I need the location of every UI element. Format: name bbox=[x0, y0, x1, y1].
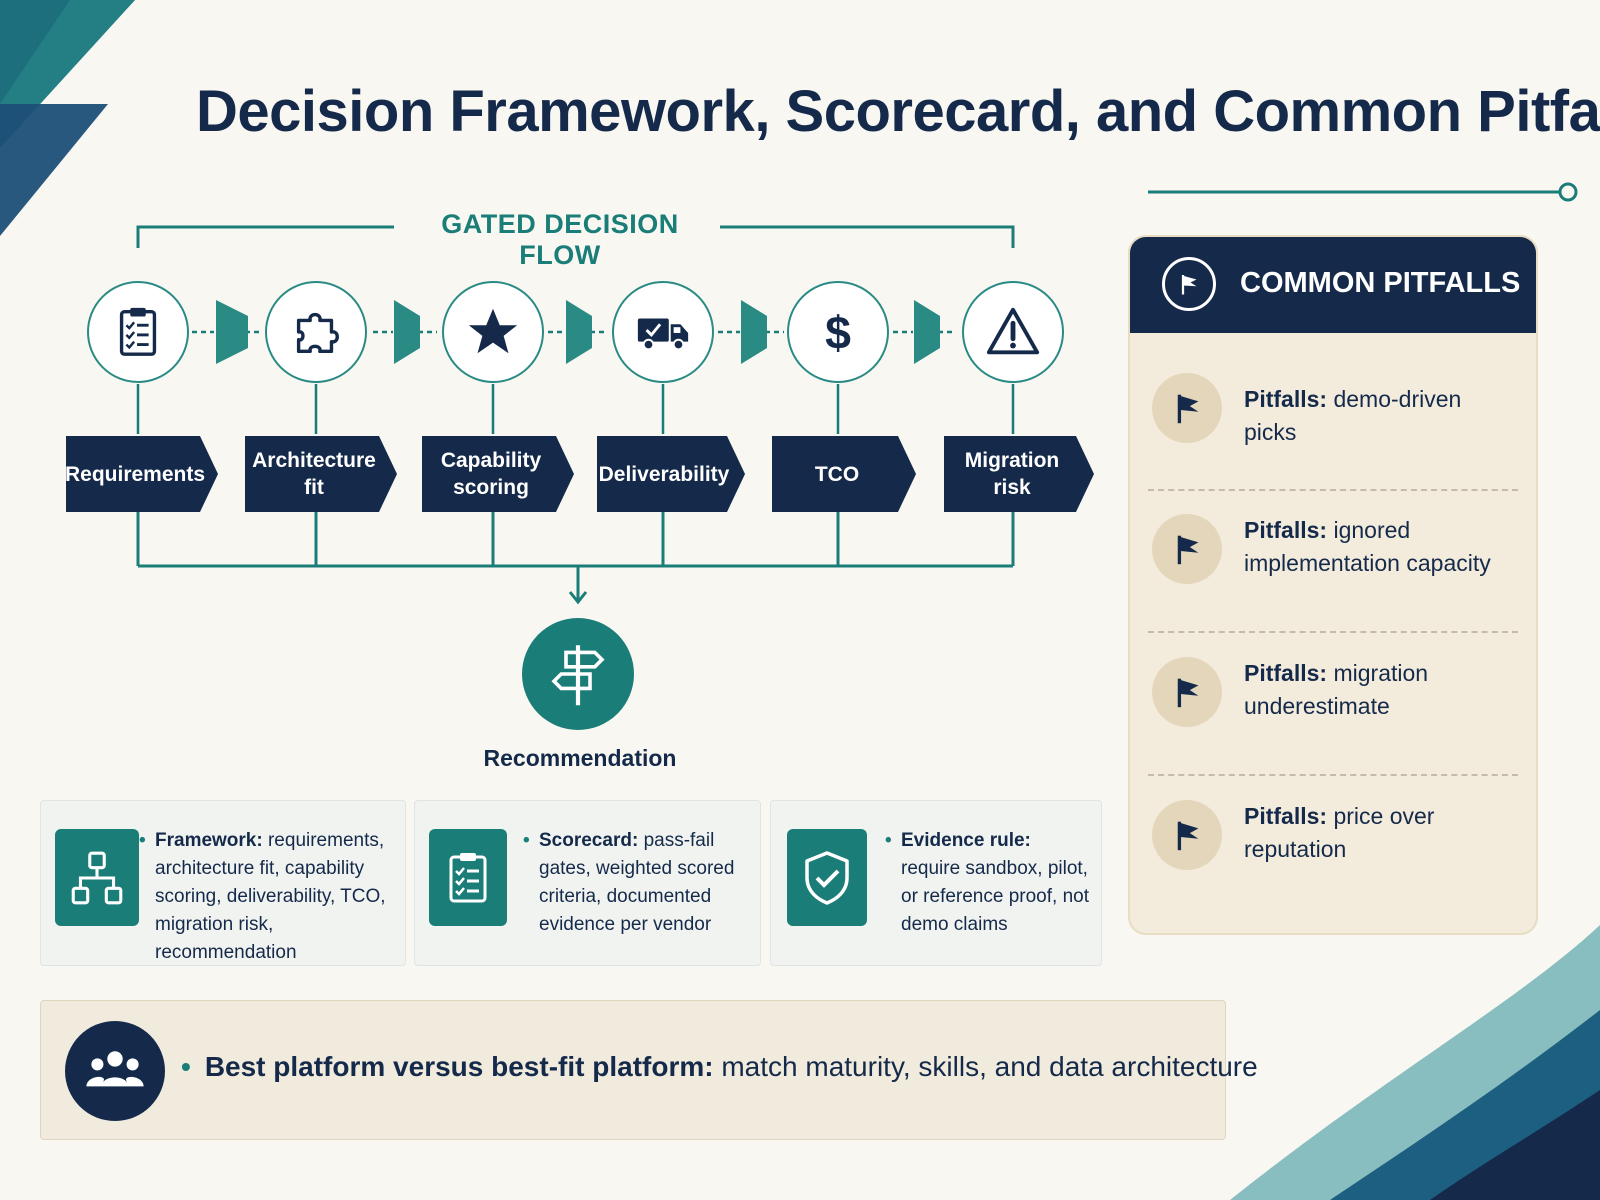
pitfall-text: Pitfalls: migration underestimate bbox=[1244, 657, 1516, 723]
banner-text: •Best platform versus best-fit platform:… bbox=[181, 1051, 1258, 1082]
card-evidence-icon-box bbox=[787, 829, 867, 926]
step-tag-capability: Capability scoring bbox=[422, 436, 574, 512]
gate-2 bbox=[394, 300, 420, 364]
pitfall-divider bbox=[1148, 631, 1518, 633]
card-evidence-body: require sandbox, pilot, or reference pro… bbox=[901, 858, 1089, 935]
flow-bracket-right bbox=[720, 225, 1015, 248]
pitfalls-header: COMMON PITFALLS bbox=[1130, 237, 1536, 333]
recommendation-circle bbox=[522, 618, 634, 730]
delivery-truck-icon bbox=[637, 318, 689, 351]
step-circle-migration bbox=[962, 281, 1064, 383]
pitfall-body: ignored implementation capacity bbox=[1244, 517, 1491, 576]
card-framework: •Framework: requirements, architecture f… bbox=[40, 800, 406, 966]
pitfall-text: Pitfalls: price over reputation bbox=[1244, 800, 1516, 866]
gate-5 bbox=[914, 300, 940, 364]
pitfall-item: Pitfalls: price over reputation bbox=[1130, 780, 1536, 920]
card-scorecard-body: pass-fail gates, weighted scored criteri… bbox=[539, 830, 735, 935]
step-circle-capability bbox=[442, 281, 544, 383]
pitfalls-panel: COMMON PITFALLS Pitfalls: demo-driven pi… bbox=[1128, 235, 1538, 935]
step-tag-requirements: Requirements bbox=[66, 436, 218, 512]
page-title: Decision Framework, Scorecard, and Commo… bbox=[196, 79, 1600, 144]
gate-chevrons bbox=[216, 300, 940, 364]
flag-icon bbox=[1152, 514, 1222, 584]
step-tag-migration: Migration risk bbox=[944, 436, 1094, 512]
card-evidence-title: Evidence rule: bbox=[901, 830, 1031, 851]
checklist-icon bbox=[449, 852, 487, 902]
step-circle-architecture bbox=[265, 281, 367, 383]
recommendation-label: Recommendation bbox=[483, 745, 677, 771]
step-tag-tco: TCO bbox=[772, 436, 916, 512]
bottom-banner: •Best platform versus best-fit platform:… bbox=[40, 1000, 1258, 1140]
gate-3 bbox=[566, 300, 592, 364]
pitfall-text: Pitfalls: ignored implementation capacit… bbox=[1244, 514, 1516, 580]
warning-triangle-icon bbox=[986, 307, 1040, 355]
banner-title: Best platform versus best-fit platform: bbox=[204, 1051, 714, 1082]
card-framework-text: •Framework: requirements, architecture f… bbox=[139, 830, 386, 963]
pitfall-prefix: Pitfalls: bbox=[1244, 803, 1328, 829]
flag-icon bbox=[1152, 800, 1222, 870]
pitfalls-title: COMMON PITFALLS bbox=[1240, 267, 1521, 299]
pitfall-divider bbox=[1148, 774, 1518, 776]
card-evidence: •Evidence rule: require sandbox, pilot, … bbox=[770, 800, 1102, 966]
pitfall-body: demo-driven picks bbox=[1244, 386, 1462, 445]
pitfall-body: price over reputation bbox=[1244, 803, 1435, 862]
people-group-icon bbox=[65, 1021, 165, 1121]
signpost-icon bbox=[551, 645, 605, 706]
clipboard-checklist-icon bbox=[119, 307, 157, 356]
wave-dark bbox=[1430, 1090, 1600, 1200]
merge-bracket bbox=[136, 512, 1015, 605]
pitfall-text: Pitfalls: demo-driven picks bbox=[1244, 383, 1516, 449]
step-circle-requirements bbox=[87, 281, 189, 383]
gate-4 bbox=[741, 300, 767, 364]
pitfall-body: migration underestimate bbox=[1244, 660, 1429, 719]
title-accent-dot bbox=[1558, 182, 1578, 202]
corner-shape-accent bbox=[0, 0, 135, 104]
pitfall-prefix: Pitfalls: bbox=[1244, 386, 1328, 412]
card-scorecard-icon-box bbox=[429, 829, 507, 926]
card-framework-title: Framework: bbox=[155, 830, 263, 851]
pitfall-item: Pitfalls: demo-driven picks bbox=[1130, 337, 1536, 477]
pitfall-prefix: Pitfalls: bbox=[1244, 660, 1328, 686]
flow-label: GATED DECISION FLOW bbox=[441, 209, 679, 270]
pitfall-item: Pitfalls: migration underestimate bbox=[1130, 637, 1536, 777]
flag-circle-icon bbox=[1162, 257, 1216, 311]
flag-icon bbox=[1152, 657, 1222, 727]
card-scorecard: •Scorecard: pass-fail gates, weighted sc… bbox=[414, 800, 761, 966]
puzzle-piece-icon bbox=[296, 312, 339, 354]
step-tag-deliverability: Deliverability bbox=[597, 436, 745, 512]
card-framework-body: requirements, architecture fit, capabili… bbox=[155, 830, 386, 963]
banner-body: match maturity, skills, and data archite… bbox=[721, 1051, 1258, 1082]
card-scorecard-text: •Scorecard: pass-fail gates, weighted sc… bbox=[523, 830, 735, 935]
gate-1 bbox=[216, 300, 248, 364]
step-circle-deliverability bbox=[612, 281, 714, 383]
step-circle-tco: $ bbox=[787, 281, 889, 383]
flag-icon bbox=[1152, 373, 1222, 443]
star-icon bbox=[468, 308, 518, 354]
svg-text:$: $ bbox=[825, 306, 851, 358]
shield-check-icon bbox=[805, 850, 849, 905]
card-scorecard-title: Scorecard: bbox=[539, 830, 639, 851]
card-evidence-text: •Evidence rule: require sandbox, pilot, … bbox=[885, 830, 1089, 935]
dollar-icon: $ bbox=[825, 306, 851, 358]
corner-shape-bottom bbox=[0, 104, 108, 236]
pitfall-prefix: Pitfalls: bbox=[1244, 517, 1328, 543]
step-tag-architecture: Architecture fit bbox=[245, 436, 397, 512]
pitfall-divider bbox=[1148, 489, 1518, 491]
card-framework-icon-box bbox=[55, 829, 139, 926]
flow-bracket-left bbox=[136, 225, 394, 248]
pitfall-item: Pitfalls: ignored implementation capacit… bbox=[1130, 494, 1536, 634]
hierarchy-icon bbox=[71, 851, 123, 904]
